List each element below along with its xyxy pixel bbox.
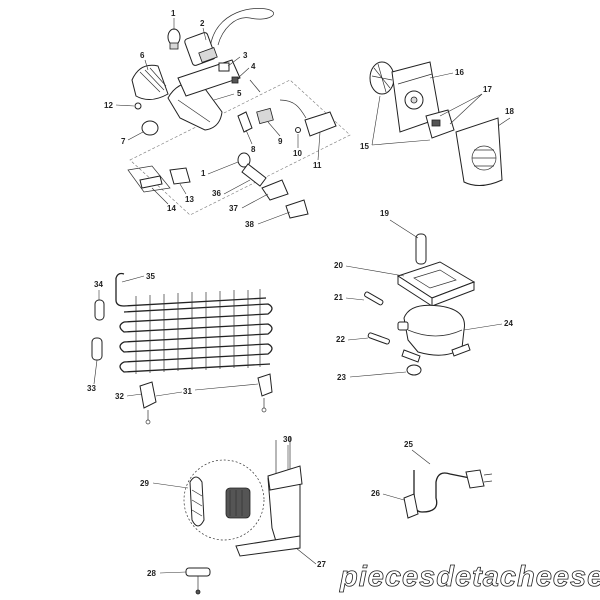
hinge-14 [139, 175, 163, 189]
callouts-top-right: 16 17 18 15 [360, 68, 514, 151]
callout-1-lower: 1 [201, 169, 206, 178]
fan-assembly [369, 61, 503, 186]
clip-32 [139, 381, 157, 409]
callout-28: 28 [147, 569, 156, 578]
fan-motor-29 [189, 476, 251, 527]
screw-12 [134, 102, 142, 110]
callout-7: 7 [121, 137, 126, 146]
bracket-22 [367, 332, 390, 345]
callout-2: 2 [200, 19, 205, 28]
callouts-condenser: 35 34 33 32 31 [87, 272, 259, 401]
diffuser-7 [141, 120, 159, 136]
switch-37 [261, 179, 289, 201]
switch-part [218, 62, 230, 72]
drier-filter [415, 233, 427, 265]
callouts-compressor: 19 20 21 24 22 23 [334, 209, 513, 382]
callout-34: 34 [94, 280, 103, 289]
compressor [397, 304, 471, 363]
filter-33 [91, 337, 103, 361]
callout-12: 12 [104, 101, 113, 110]
holder-38 [285, 199, 309, 219]
callout-27: 27 [317, 560, 326, 569]
callout-17: 17 [483, 85, 492, 94]
fan-bracket-27 [235, 436, 301, 557]
callout-11: 11 [313, 161, 322, 170]
callout-3: 3 [243, 51, 248, 60]
callout-33: 33 [87, 384, 96, 393]
callout-32: 32 [115, 392, 124, 401]
callout-16: 16 [455, 68, 464, 77]
condenser-coil [115, 272, 273, 374]
callout-6: 6 [140, 51, 145, 60]
defrost-element-28 [185, 567, 211, 595]
callouts-bottom-left: 30 29 27 28 [140, 435, 326, 578]
connector-11 [304, 111, 337, 137]
watermark-logo: piecesdetacheeselec.com [339, 561, 600, 593]
lamp-bulb [167, 28, 181, 50]
callout-23: 23 [337, 373, 346, 382]
clip-31 [257, 373, 273, 397]
clip-30 [267, 465, 303, 491]
clip-8 [237, 111, 253, 133]
callout-4: 4 [251, 62, 256, 71]
callout-24: 24 [504, 319, 513, 328]
power-cord-assembly [403, 469, 493, 519]
callout-25: 25 [404, 440, 413, 449]
rubber-foot-23 [406, 364, 422, 376]
callout-5: 5 [237, 89, 242, 98]
callout-31: 31 [183, 387, 192, 396]
fan-impeller [369, 61, 395, 95]
callout-22: 22 [336, 335, 345, 344]
thermostat-light-assembly [127, 8, 351, 219]
callout-9: 9 [278, 137, 283, 146]
evaporator-fan-assembly [183, 436, 303, 595]
callout-19: 19 [380, 209, 389, 218]
callout-26: 26 [371, 489, 380, 498]
compressor-base-plate [396, 261, 476, 307]
callout-10: 10 [293, 149, 302, 158]
callout-1: 1 [171, 9, 176, 18]
fan-cover [455, 117, 503, 186]
cord-clip-26 [403, 493, 419, 519]
switch-button [231, 76, 239, 84]
fan-motor-housing [391, 61, 441, 133]
callout-20: 20 [334, 261, 343, 270]
callout-13: 13 [185, 195, 194, 204]
clip-21 [364, 291, 384, 306]
callout-30: 30 [283, 435, 292, 444]
callout-18: 18 [505, 107, 514, 116]
compressor-assembly [364, 233, 476, 376]
detail-circle [183, 459, 265, 541]
condenser-assembly [91, 272, 273, 425]
washer-10 [295, 127, 301, 133]
thermostat [184, 32, 218, 66]
callout-8: 8 [251, 145, 256, 154]
lamp-cover [167, 81, 223, 131]
thermostat-knob [131, 64, 169, 100]
drier-34 [94, 299, 105, 321]
callout-35: 35 [146, 272, 155, 281]
fan-bracket [425, 109, 455, 139]
callouts-top-left: 1 2 3 4 6 5 12 7 9 10 11 8 1 36 37 38 13… [104, 9, 322, 229]
callouts-bottom-right: 25 26 [371, 440, 431, 501]
callout-38: 38 [245, 220, 254, 229]
callout-21: 21 [334, 293, 343, 302]
lamp-socket [237, 152, 267, 187]
mains-plug [465, 469, 485, 489]
callout-14: 14 [167, 204, 176, 213]
callout-29: 29 [140, 479, 149, 488]
bracket-9 [256, 107, 274, 125]
callout-15: 15 [360, 142, 369, 151]
callout-37: 37 [229, 204, 238, 213]
block-13 [169, 167, 191, 185]
callout-36: 36 [212, 189, 221, 198]
